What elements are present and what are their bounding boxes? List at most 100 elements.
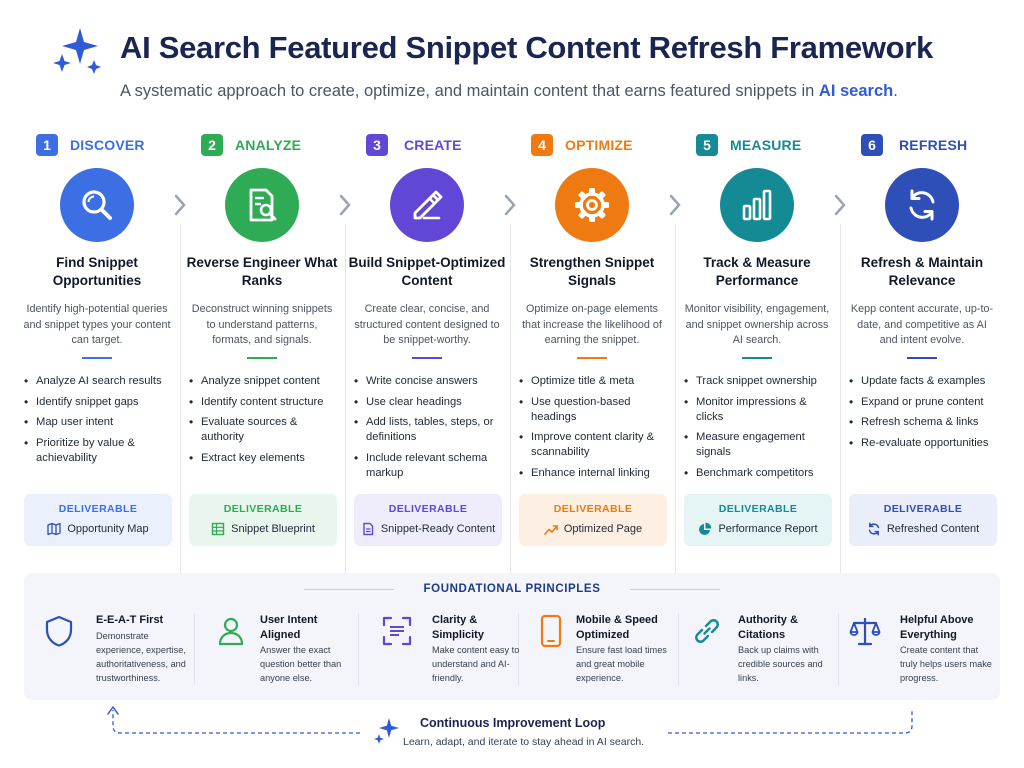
principle-eeat: E-E-A-T First Demonstrate experience, ex… (28, 611, 186, 691)
step-create: 3 CREATE Build Snippet-Optimized Content… (348, 128, 513, 558)
deliverable-label: DELIVERABLE (58, 503, 138, 515)
deliverable-label: DELIVERABLE (388, 503, 468, 515)
page-subtitle: A systematic approach to create, optimiz… (120, 82, 898, 101)
principle-description: Create content that truly helps users ma… (900, 645, 992, 683)
scale-icon (849, 618, 881, 646)
list-item: Use clear headings (354, 395, 506, 410)
step-name: MEASURE (730, 137, 802, 153)
divider (577, 357, 607, 359)
step-name: OPTIMIZE (565, 137, 633, 153)
principle-title: E-E-A-T First (96, 614, 164, 626)
chevron-right-icon (504, 194, 516, 216)
pie-chart-icon (699, 522, 712, 535)
pencil-icon (390, 168, 464, 242)
list-item: Identify snippet gaps (24, 395, 176, 410)
bar-chart-icon (720, 168, 794, 242)
step-description: Identify high-potential queries and snip… (23, 303, 171, 346)
principle-user-intent: User Intent Aligned Answer the exact que… (208, 611, 364, 691)
list-item: Evaluate sources & authority (189, 415, 341, 445)
list-item: Use question-based headings (519, 395, 671, 425)
list-item: Monitor impressions & clicks (684, 395, 836, 425)
list-item: Benchmark competitors (684, 466, 836, 481)
list-item: Write concise answers (354, 374, 506, 389)
deliverable-name: Refreshed Content (886, 523, 980, 535)
divider (82, 357, 112, 359)
subtitle-suffix: . (893, 82, 898, 100)
step-name: CREATE (404, 137, 462, 153)
subtitle-text: A systematic approach to create, optimiz… (120, 82, 819, 100)
deliverable-card: DELIVERABLE Snippet Blueprint (189, 494, 337, 546)
step-bullets: Analyze AI search results Identify snipp… (24, 374, 176, 471)
column-divider (840, 224, 841, 606)
chevron-right-icon (834, 194, 846, 216)
shield-icon (45, 615, 73, 647)
step-header: 1 DISCOVER (18, 134, 183, 158)
user-icon (218, 617, 244, 646)
step-header: 5 MEASURE (678, 134, 843, 158)
list-item: Track snippet ownership (684, 374, 836, 389)
step-name: DISCOVER (70, 137, 145, 153)
divider (907, 357, 937, 359)
column-divider (194, 613, 195, 685)
link-icon (695, 619, 719, 643)
refresh-icon (868, 522, 880, 536)
column-divider (518, 613, 519, 685)
list-item: Identify content structure (189, 395, 341, 410)
subtitle-highlight: AI search (818, 82, 894, 100)
deliverable-name: Snippet-Ready Content (380, 523, 496, 535)
deliverable-card: DELIVERABLE Performance Report (684, 494, 832, 546)
step-name: ANALYZE (235, 137, 302, 153)
step-header: 6 REFRESH (843, 134, 1008, 158)
step-header: 2 ANALYZE (183, 134, 348, 158)
list-item: Refresh schema & links (849, 415, 1001, 430)
deliverable-name: Optimized Page (563, 523, 643, 535)
step-number-badge: 4 (531, 134, 553, 156)
principle-clarity: Clarity & Simplicity Make content easy t… (368, 611, 524, 691)
refresh-icon (885, 168, 959, 242)
loop-title: Continuous Improvement Loop (420, 716, 606, 730)
trend-up-icon (544, 525, 558, 535)
step-measure: 5 MEASURE Track & Measure Performance Mo… (678, 128, 843, 558)
step-description: Kepp content accurate, up-to-date, and c… (850, 303, 994, 346)
principle-description: Ensure fast load times and great mobile … (576, 645, 667, 683)
step-bullets: Update facts & examples Expand or prune … (849, 374, 1001, 456)
step-heading: Build Snippet-Optimized Content (348, 255, 506, 288)
deliverable-card: DELIVERABLE Optimized Page (519, 494, 667, 546)
deliverable-name: Snippet Blueprint (231, 523, 315, 535)
deliverable-row: Refreshed Content (849, 522, 997, 536)
chevron-right-icon (174, 194, 186, 216)
deliverable-row: Optimized Page (519, 522, 667, 536)
step-description: Deconstruct winning snippets to understa… (191, 303, 333, 346)
chevron-right-icon (669, 194, 681, 216)
map-icon (47, 522, 61, 536)
step-bullets: Optimize title & meta Use question-based… (519, 374, 671, 486)
step-name: REFRESH (899, 137, 968, 153)
deliverable-card: DELIVERABLE Opportunity Map (24, 494, 172, 546)
step-description: Optimize on-page elements that increase … (522, 303, 662, 346)
step-discover: 1 DISCOVER Find Snippet Opportunities Id… (18, 128, 183, 558)
document-search-icon (225, 168, 299, 242)
divider (742, 357, 772, 359)
column-divider (838, 613, 839, 685)
loop-subtitle: Learn, adapt, and iterate to stay ahead … (403, 736, 645, 748)
divider (247, 357, 277, 359)
step-bullets: Analyze snippet content Identify content… (189, 374, 341, 471)
deliverable-row: Snippet-Ready Content (354, 522, 502, 536)
column-divider (678, 613, 679, 685)
list-item: Measure engagement signals (684, 430, 836, 460)
list-item: Optimize title & meta (519, 374, 671, 389)
deliverable-row: Performance Report (684, 522, 832, 536)
divider (412, 357, 442, 359)
step-bullets: Write concise answers Use clear headings… (354, 374, 506, 486)
principle-helpful: Helpful Above Everything Create content … (844, 611, 1000, 691)
list-item: Update facts & examples (849, 374, 1001, 389)
list-item: Enhance internal linking (519, 466, 671, 481)
list-item: Re-evaluate opportunities (849, 436, 1001, 451)
list-item: Prioritize by value & achievability (24, 436, 176, 466)
list-item: Improve content clarity & scannability (519, 430, 671, 460)
step-bullets: Track snippet ownership Monitor impressi… (684, 374, 836, 486)
deliverable-row: Opportunity Map (24, 522, 172, 536)
principle-description: Make content easy to understand and AI-f… (432, 645, 520, 683)
scan-icon (382, 616, 412, 646)
table-icon (211, 522, 225, 536)
